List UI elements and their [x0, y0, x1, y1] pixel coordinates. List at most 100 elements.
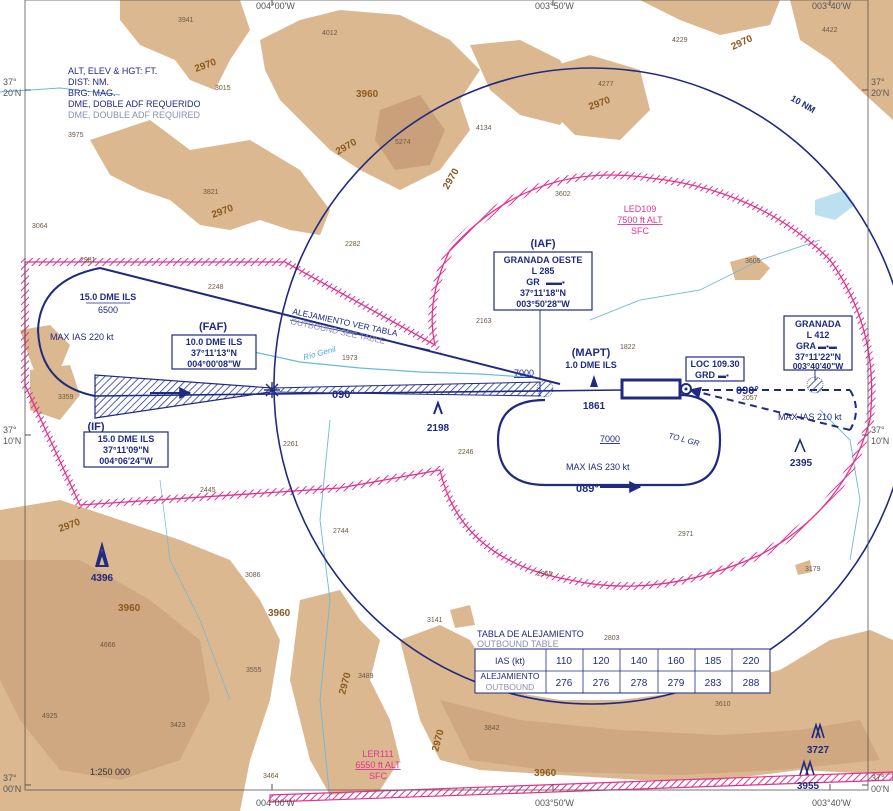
- if-dme: 15.0 DME ILS: [98, 434, 155, 444]
- spot-height: 3015: [215, 85, 231, 92]
- obstacle-icon: [95, 541, 109, 568]
- frame: [24, 0, 869, 791]
- iaf-lat: 37°11'18"N: [520, 288, 566, 298]
- mapt-dme: 1.0 DME ILS: [565, 360, 617, 370]
- table-cell: 140: [631, 656, 648, 667]
- lat-mid-right-b: 10'N: [871, 436, 889, 446]
- course-090-b: 090°: [736, 385, 759, 397]
- dme-10nm-ring: [273, 67, 893, 705]
- spot-height: 2261: [283, 441, 299, 448]
- spot-height: 2445: [200, 487, 216, 494]
- iaf-name: GRANADA OESTE: [504, 255, 583, 265]
- spot-height: 3423: [170, 722, 186, 729]
- mapt-tag: (MAPT): [572, 347, 611, 359]
- contour-label: 3960: [534, 768, 557, 779]
- lon-bot-left: 004°00'W: [256, 798, 295, 808]
- led-alt: 7500 ft ALT: [617, 215, 663, 225]
- spot-height: 2057: [742, 395, 758, 402]
- obstacle-icon: [794, 437, 806, 453]
- obstacle-icon: [433, 400, 443, 415]
- procedure-turn-track: [496, 393, 722, 487]
- obstacle-elevation: 2395: [790, 458, 813, 469]
- spot-height: 3605: [745, 258, 761, 265]
- lat-bot-right-a: 37°: [871, 773, 885, 783]
- spot-heights: 3941 4012 3015 3975 5274 4134 4277 4229 …: [32, 17, 838, 780]
- iaf-ndb: L 285: [532, 266, 555, 276]
- alt-7000-a: 7000: [514, 368, 534, 378]
- table-cell: 160: [668, 656, 685, 667]
- alt-7000-b: 7000: [600, 434, 620, 444]
- lat-bot-right-b: 00'N: [871, 784, 889, 794]
- obstacle-icon: [590, 375, 598, 387]
- legend-dist: DIST: NM.: [68, 77, 109, 87]
- lat-mid-right-a: 37°: [871, 425, 885, 435]
- obstacle-markers: [95, 375, 825, 776]
- iaf-tag: (IAF): [530, 238, 555, 250]
- if-tag: (IF): [87, 421, 104, 433]
- legend-brg: BRG: MAG.: [68, 88, 116, 98]
- spot-height: 3941: [178, 17, 194, 24]
- morse-icon: ▬▪▬: [818, 342, 837, 351]
- if-lon: 004°06'24"W: [99, 456, 153, 466]
- spot-height: 2282: [345, 241, 361, 248]
- table-cell: 220: [743, 656, 760, 667]
- morse-icon: ▬▪: [718, 371, 729, 380]
- map-scale: 1:250 000: [90, 767, 130, 777]
- led-base: SFC: [631, 226, 650, 236]
- table-ias-label: IAS (kt): [495, 656, 525, 666]
- lon-top-mid: 003°50'W: [535, 1, 574, 11]
- mapt-fix: (MAPT) 1.0 DME ILS: [565, 347, 617, 370]
- granada-ndb-freq: L 412: [807, 330, 830, 340]
- spot-height: 3555: [246, 667, 262, 674]
- table-title-en: OUTBOUND TABLE: [477, 639, 559, 649]
- spot-height: 3359: [58, 394, 74, 401]
- spot-height: 2744: [333, 528, 349, 535]
- faf-dme: 10.0 DME ILS: [186, 337, 243, 347]
- lat-top-right-a: 37°: [871, 77, 885, 87]
- spot-height: 2246: [458, 449, 474, 456]
- loc-box: LOC 109.30 GRD ▬▪: [685, 356, 745, 382]
- max-ias-230: MAX IAS 230 kt: [566, 462, 630, 472]
- spot-height: 3141: [427, 617, 443, 624]
- granada-ident: GRA: [796, 341, 817, 351]
- spot-height: 3086: [245, 572, 261, 579]
- contour-label: 3960: [356, 89, 379, 100]
- lat-top-right-b: 20'N: [871, 88, 889, 98]
- spot-height: 3610: [715, 701, 731, 708]
- spot-height: 3464: [263, 773, 279, 780]
- table-cell: 120: [593, 656, 610, 667]
- restricted-bottom: [269, 771, 893, 803]
- lat-top-left-b: 20'N: [3, 88, 21, 98]
- spot-height: 2803: [604, 635, 620, 642]
- obstacle-elevation: 3955: [797, 781, 820, 792]
- lat-top-left-a: 37°: [3, 77, 17, 87]
- morse-icon: ▬▬▪: [546, 278, 565, 287]
- spot-height: 5274: [395, 139, 411, 146]
- ler-name: LER111: [362, 749, 393, 759]
- obstacle-elevation: 1861: [583, 401, 606, 412]
- table-ale-en: OUTBOUND: [486, 682, 535, 692]
- border-labels: 004°00'W 003°50'W 003°40'W 004°00'W 003°…: [3, 1, 889, 808]
- legend-units: ALT, ELEV & HGT: FT.: [68, 66, 157, 76]
- spot-height: 4666: [100, 642, 116, 649]
- table-cell: 279: [668, 678, 685, 689]
- legend-dme-es: DME, DOBLE ADF REQUERIDO: [68, 99, 201, 109]
- spot-height: 1973: [342, 355, 358, 362]
- restricted-labels: LED109 7500 ft ALT SFC LER111 6550 ft AL…: [355, 204, 663, 781]
- if-lat: 37°11'09"N: [103, 445, 149, 455]
- lat-mid-left-a: 37°: [3, 425, 17, 435]
- spot-height: 3975: [68, 132, 84, 139]
- outbound-table: TABLA DE ALEJAMIENTO OUTBOUND TABLE IAS …: [474, 629, 771, 694]
- spot-height: 3064: [32, 223, 48, 230]
- table-title-es: TABLA DE ALEJAMIENTO: [477, 629, 584, 639]
- spot-height: 3179: [805, 566, 821, 573]
- lon-top-right: 003°40'W: [812, 1, 851, 11]
- table-cell: 278: [631, 678, 648, 689]
- holding-dme: 15.0 DME ILS: [80, 292, 137, 302]
- contour-label: 3960: [118, 603, 141, 614]
- led-name: LED109: [624, 204, 657, 214]
- granada-lon: 003°40'40"W: [793, 361, 845, 371]
- faf-lon: 004°00'08"W: [187, 359, 241, 369]
- spot-height: 4277: [598, 81, 614, 88]
- granada-name: GRANADA: [795, 319, 841, 329]
